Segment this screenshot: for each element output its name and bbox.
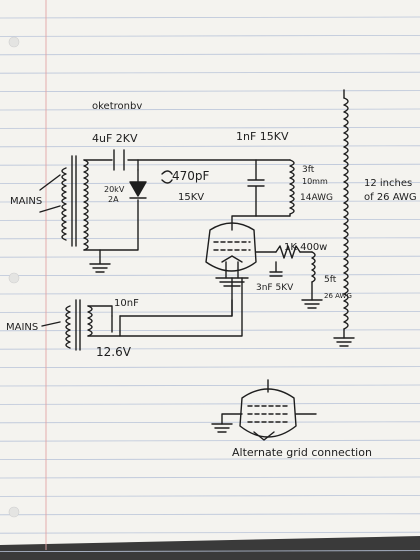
- secondary-coil: [343, 97, 349, 330]
- label-filament-v: 12.6V: [96, 345, 132, 359]
- label-cap-diode-a: 470pF: [172, 169, 210, 183]
- label-feedback-a: 5ft: [324, 275, 337, 285]
- label-mains-top: MAINS: [10, 196, 42, 207]
- ground-alternate: [211, 423, 233, 433]
- diode-body: [129, 181, 147, 199]
- mains-secondary-coil-top: [83, 159, 89, 251]
- label-author: oketronbv: [92, 101, 142, 112]
- label-cap-diode-b: 15KV: [178, 192, 204, 203]
- cap-3nf: [269, 261, 283, 277]
- cap-470pf: [161, 170, 173, 184]
- schematic-ink: [39, 89, 355, 441]
- feedback-coil: [311, 251, 316, 283]
- ground-feedback: [301, 299, 323, 309]
- mains-primary-coil-bottom: [65, 305, 71, 349]
- label-secondary-a: 12 inches: [364, 178, 412, 189]
- label-secondary-b: of 26 AWG: [364, 192, 417, 203]
- ground-top: [89, 249, 111, 273]
- cap-10nf: [111, 315, 121, 333]
- tube-anode: [231, 215, 257, 231]
- label-coil-wire: 14AWG: [300, 193, 333, 203]
- label-cap-filament: 10nF: [114, 298, 139, 309]
- label-cap-primary: 4uF 2KV: [92, 132, 138, 145]
- filament-coil: [87, 305, 93, 337]
- vacuum-tube: [205, 222, 257, 272]
- ground-secondary: [333, 337, 355, 347]
- cap-4uf: [113, 149, 125, 171]
- label-mains-bottom: MAINS: [6, 322, 38, 333]
- alternate-tube: [239, 388, 297, 438]
- transformer-core-bottom: [75, 299, 81, 351]
- label-cap-grid: 3nF 5KV: [256, 283, 294, 293]
- label-feedback-b: 26 AWG: [324, 292, 352, 300]
- label-diode-b: 2A: [108, 195, 119, 204]
- mains-primary-coil-top: [61, 167, 67, 241]
- label-diode-a: 20kV: [104, 185, 125, 194]
- tube-cathode: [221, 255, 243, 263]
- res-1k: [275, 245, 301, 259]
- schematic-labels: oketronbv 4uF 2KV 1nF 15KV MAINS MAINS 2…: [6, 101, 417, 459]
- binder-holes: [8, 36, 20, 518]
- transformer-core-top: [71, 155, 77, 247]
- label-coil-a: 3ft: [302, 165, 315, 175]
- label-caption: Alternate grid connection: [232, 446, 372, 459]
- label-cap-hv: 1nF 15KV: [236, 130, 289, 143]
- coil-3ft: [289, 159, 295, 215]
- label-coil-b: 10mm: [302, 177, 328, 186]
- cap-1nf: [247, 159, 265, 217]
- label-res-grid: 1K 400w: [284, 242, 327, 253]
